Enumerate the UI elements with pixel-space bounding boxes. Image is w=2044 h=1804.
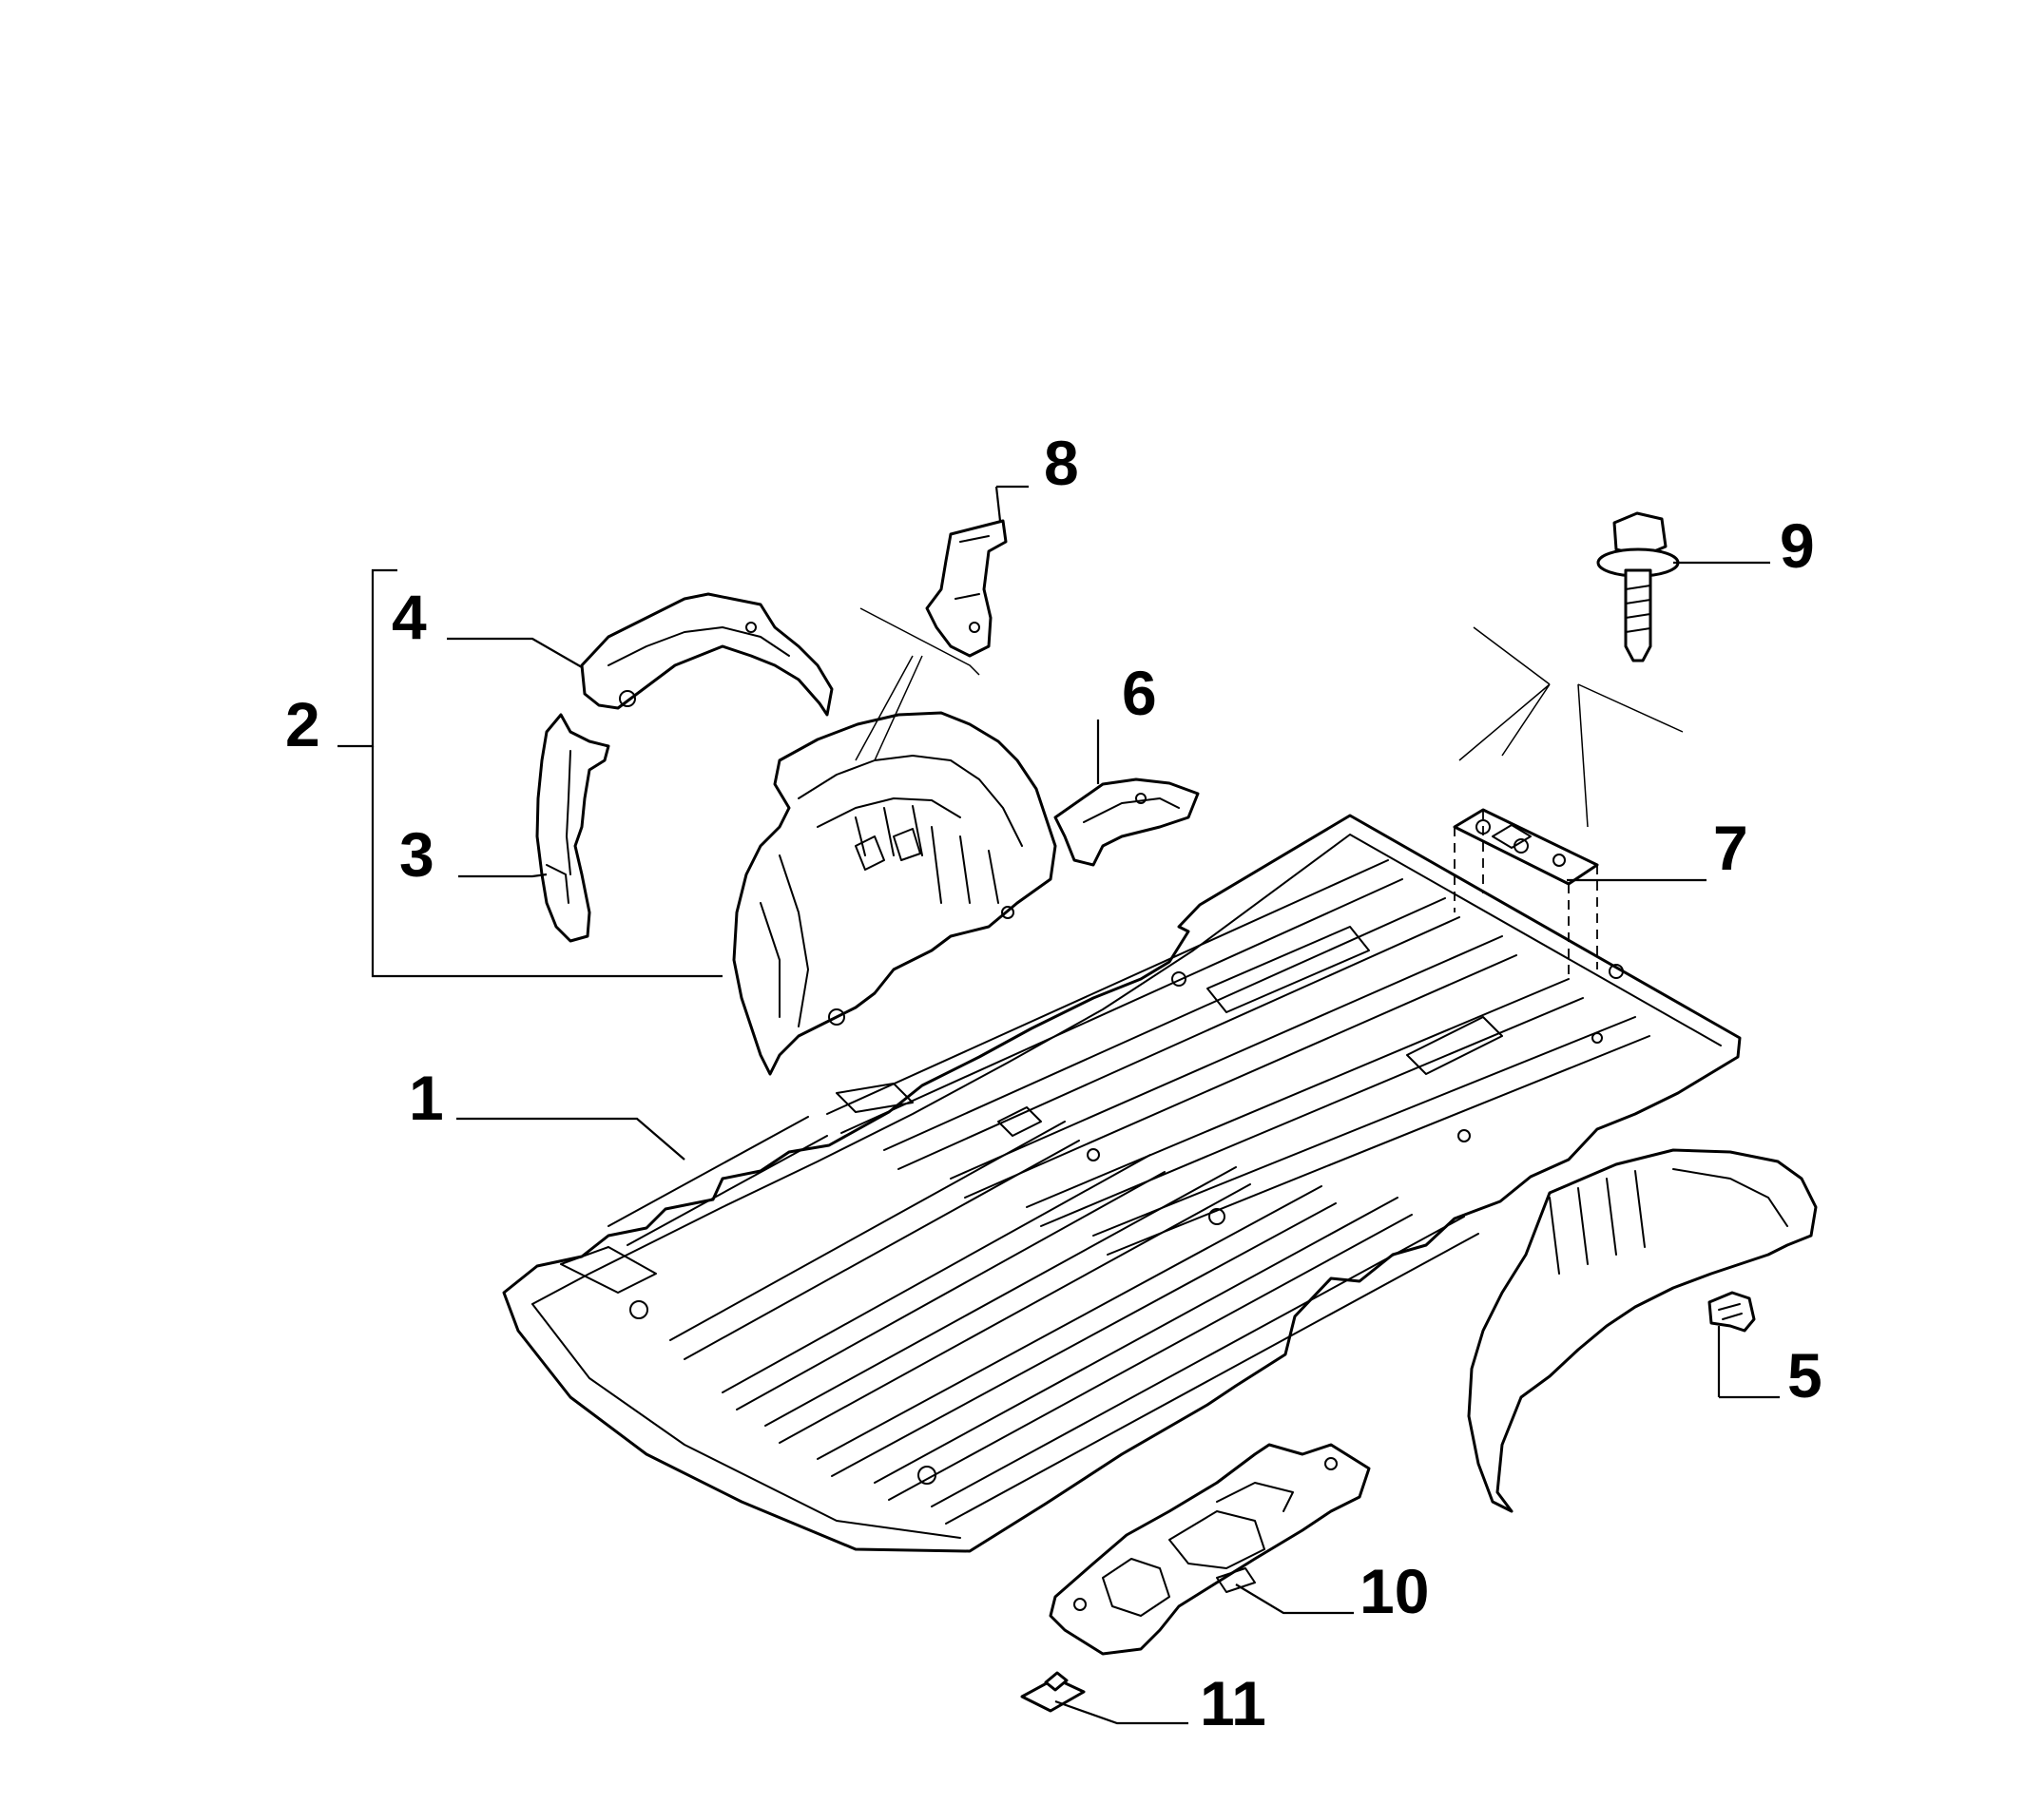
bracket-part-6 (1053, 777, 1200, 867)
leader-lines (337, 485, 1780, 1725)
callout-labels: 1 2 3 4 5 6 7 8 9 10 11 (285, 428, 1822, 1738)
arch-reinforcement-part-3 (535, 713, 610, 943)
floor-panel (502, 814, 1742, 1553)
callout-9: 9 (1780, 510, 1815, 581)
callout-2: 2 (285, 689, 320, 759)
wheel-arch-assembly (732, 711, 1057, 1076)
callout-11: 11 (1200, 1668, 1266, 1738)
callout-6: 6 (1122, 658, 1157, 728)
guide-line-8b (855, 655, 923, 761)
support-part-10 (1049, 1443, 1371, 1656)
callout-1: 1 (409, 1063, 444, 1133)
callout-5: 5 (1787, 1340, 1822, 1411)
plate-part-7 (1453, 808, 1599, 886)
callout-10: 10 (1359, 1556, 1429, 1626)
guide-lines (1458, 626, 1684, 828)
rear-wheel-arch (1467, 1148, 1818, 1513)
clip-part-5 (1707, 1291, 1756, 1333)
pad-part-11 (1020, 1671, 1086, 1713)
callout-4: 4 (392, 582, 427, 652)
bracket-part-8 (925, 519, 1008, 658)
bolt-part-9 (1596, 511, 1680, 662)
guide-line-8 (859, 607, 980, 676)
callout-7: 7 (1713, 813, 1748, 883)
callout-8: 8 (1044, 428, 1079, 498)
callout-3: 3 (399, 819, 434, 890)
projection-lines (1454, 810, 1598, 979)
arch-reinforcement-part-4 (580, 592, 834, 717)
